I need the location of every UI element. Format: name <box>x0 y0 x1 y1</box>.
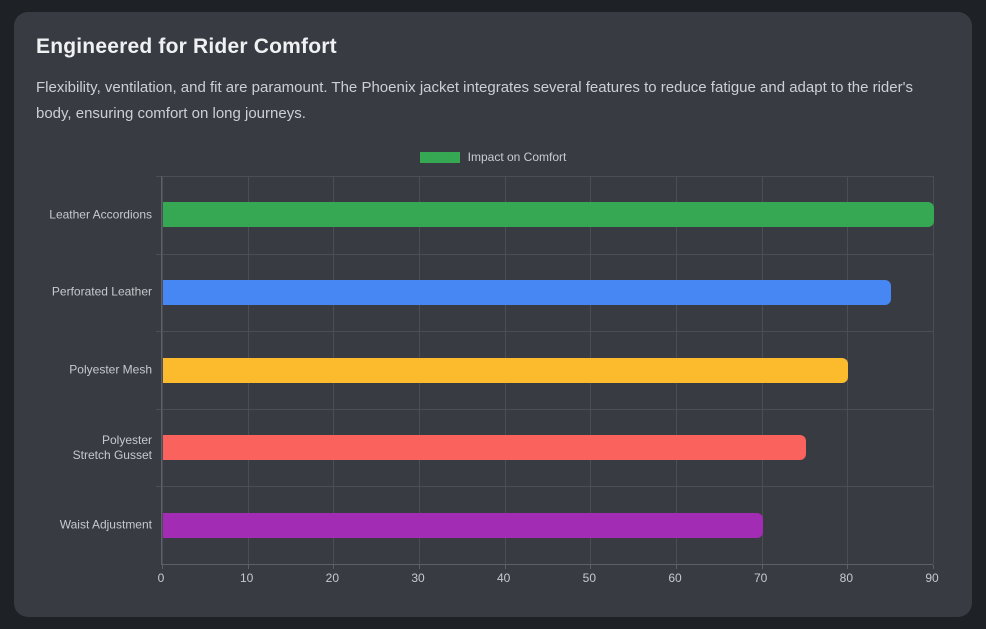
y-tick-mark <box>156 486 161 487</box>
y-category-label: Leather Accordions <box>14 207 152 222</box>
legend-color-swatch <box>419 151 460 163</box>
x-tick-mark <box>933 565 934 569</box>
x-tick-label: 40 <box>496 571 511 585</box>
y-category-label-line: Stretch Gusset <box>72 447 152 462</box>
x-tick-label: 70 <box>753 571 768 585</box>
y-category-label-line: Waist Adjustment <box>59 517 152 532</box>
bar-polyester-stretch-gusset[interactable] <box>163 435 806 461</box>
x-tick-label: 60 <box>668 571 682 585</box>
y-gridline <box>162 486 933 487</box>
x-tick-label: 50 <box>582 571 597 585</box>
x-tick-mark <box>162 565 163 569</box>
y-tick-mark <box>156 254 161 255</box>
x-gridline <box>162 176 163 564</box>
x-tick-label: 80 <box>839 571 854 585</box>
y-gridline <box>162 409 933 410</box>
x-tick-label: 0 <box>157 571 165 585</box>
plot-area <box>156 176 934 569</box>
bar-leather-accordions[interactable] <box>163 202 934 228</box>
y-category-label-line: Polyester <box>101 432 152 447</box>
chart-card: Engineered for Rider Comfort Flexibility… <box>14 12 972 617</box>
y-category-label-line: Perforated Leather <box>51 284 152 299</box>
x-tick-label: 30 <box>411 571 425 585</box>
x-tick-mark <box>333 565 335 569</box>
x-tick-mark <box>247 565 249 569</box>
bar-perforated-leather[interactable] <box>163 279 892 305</box>
x-tick-mark <box>419 565 420 569</box>
x-tick-label: 10 <box>239 571 254 585</box>
chart-legend: Impact on Comfort <box>14 150 972 164</box>
y-tick-mark <box>156 176 161 177</box>
x-tick-mark <box>761 565 763 569</box>
x-tick-mark <box>504 565 506 569</box>
y-category-label: Perforated Leather <box>14 285 152 300</box>
x-axis-labels: 0 10 20 30 40 50 60 70 80 90 <box>157 571 939 591</box>
y-category-label: Polyester Mesh <box>14 363 152 378</box>
y-tick-mark <box>156 409 161 410</box>
y-category-label: Waist Adjustment <box>14 518 152 533</box>
x-gridline <box>933 176 934 564</box>
legend-label: Impact on Comfort <box>467 150 567 164</box>
page-title: Engineered for Rider Comfort <box>36 35 337 58</box>
bar-polyester-mesh[interactable] <box>163 357 849 383</box>
y-gridline <box>162 254 933 255</box>
y-category-label-line: Polyester Mesh <box>69 362 152 377</box>
x-tick-label: 90 <box>925 571 939 585</box>
y-category-label-line: Leather Accordions <box>49 207 152 222</box>
x-tick-label: 20 <box>325 571 340 585</box>
chart-subtitle: Flexibility, ventilation, and fit are pa… <box>36 79 913 122</box>
bar-waist-adjustment[interactable] <box>163 512 763 538</box>
y-gridline <box>162 331 933 332</box>
x-tick-mark <box>676 565 677 569</box>
x-tick-mark <box>847 565 849 569</box>
y-gridline <box>162 176 933 177</box>
x-tick-mark <box>590 565 592 569</box>
y-tick-mark <box>156 331 161 332</box>
legend-item-impact-on-comfort[interactable]: Impact on Comfort <box>419 150 567 164</box>
